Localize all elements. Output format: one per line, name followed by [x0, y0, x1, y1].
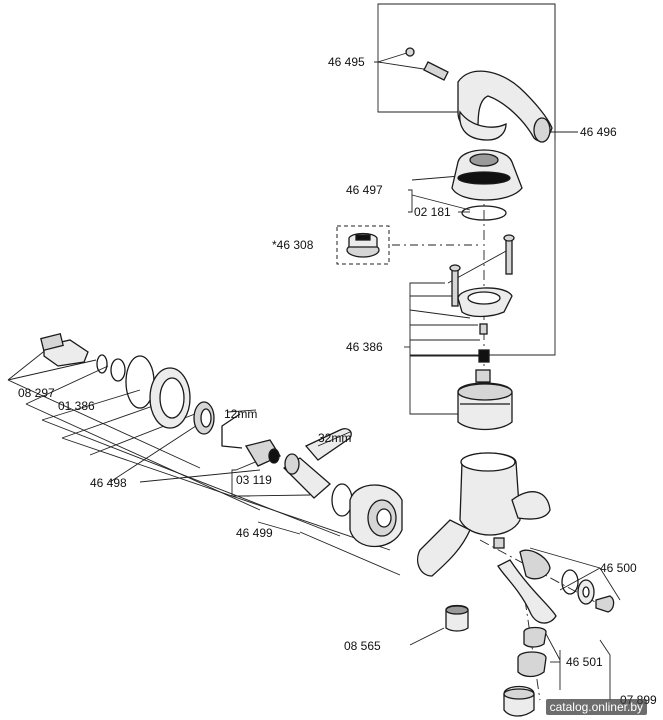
label-08565: 08 565	[344, 639, 381, 653]
label-02181: 02 181	[414, 205, 451, 219]
mixer-cartridge	[457, 369, 513, 431]
label-08297: 08 297	[18, 386, 55, 400]
drain-nut	[445, 604, 469, 632]
spanner-32mm: 32mm	[304, 428, 352, 461]
label-46499: 46 499	[236, 526, 273, 540]
lever-handle	[457, 70, 553, 143]
label-46497: 46 497	[346, 183, 383, 197]
wall-flange	[349, 484, 403, 548]
adapter-nipple-03119	[244, 439, 281, 467]
label-46496: 46 496	[580, 125, 617, 139]
flange-plate	[457, 287, 513, 318]
s-union-fitting	[40, 332, 89, 367]
tool-size-32mm: 32mm	[318, 431, 351, 445]
label-46495: 46 495	[328, 55, 365, 69]
threaded-ring	[193, 401, 215, 435]
mixer-body	[417, 452, 557, 624]
escutcheon-rosette	[149, 367, 191, 429]
extension-sleeve	[282, 453, 331, 499]
label-46386: 46 386	[346, 340, 383, 354]
cover-cap	[451, 149, 523, 201]
label-01386: 01 386	[58, 399, 95, 413]
grub-screw	[405, 47, 449, 81]
watermark: catalog.onliner.by	[545, 699, 647, 715]
label-46501: 46 501	[566, 655, 603, 669]
o-ring-02181	[461, 205, 507, 221]
o-ring-medium	[331, 483, 353, 517]
mounting-bolts	[449, 234, 515, 307]
check-valve-parts	[519, 549, 615, 613]
small-screws	[478, 323, 490, 363]
tool-size-12mm: 12mm	[224, 407, 257, 421]
label-46500: 46 500	[600, 561, 637, 575]
label-03119: 03 119	[236, 473, 272, 487]
aerator-parts	[503, 626, 547, 717]
label-46308: *46 308	[272, 238, 314, 252]
part-labels: 46 495 46 496 46 497 02 181 *46 308 46 3…	[18, 55, 657, 707]
temperature-limiter	[336, 225, 390, 265]
hex-key-12mm: 12mm	[221, 407, 257, 449]
label-46498: 46 498	[90, 476, 127, 490]
washers	[96, 354, 126, 382]
